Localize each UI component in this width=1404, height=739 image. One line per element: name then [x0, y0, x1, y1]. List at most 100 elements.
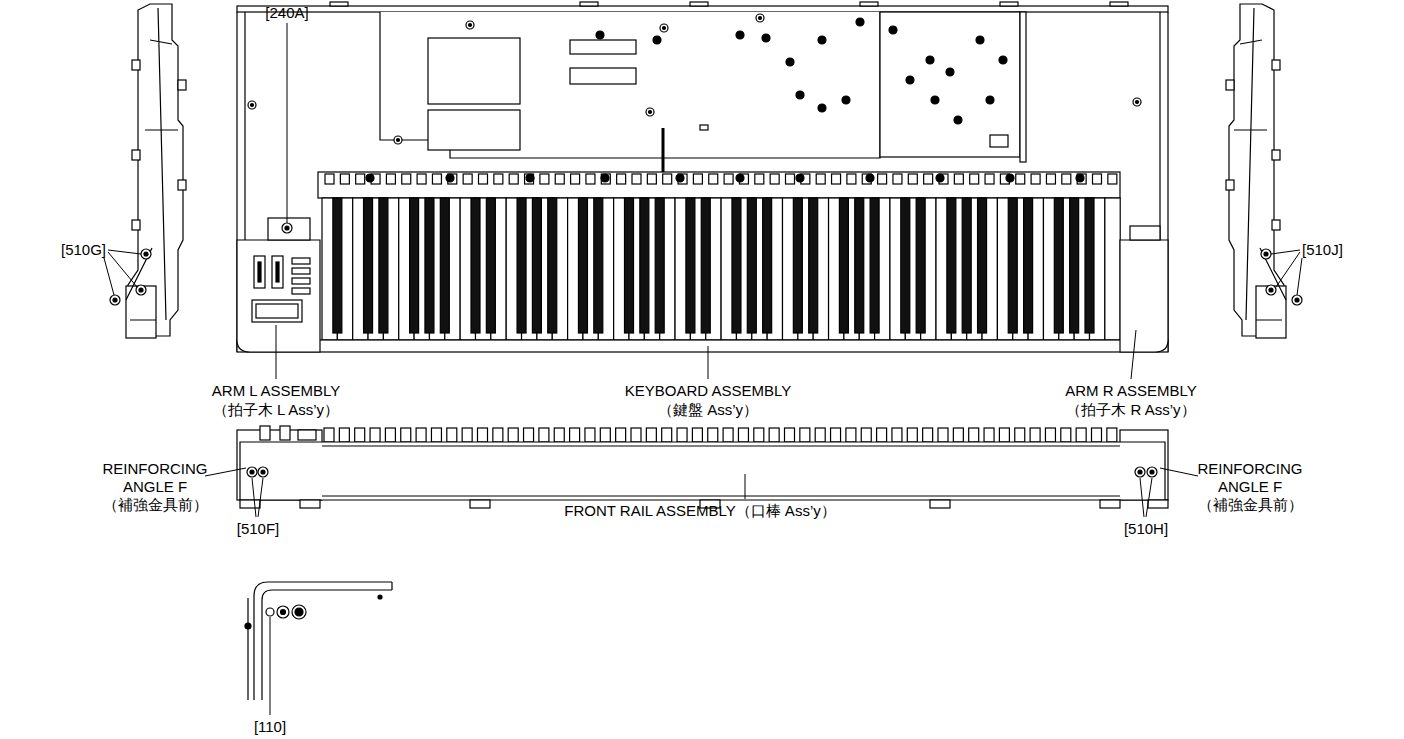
screw-dot: [796, 91, 804, 99]
rail-tab: [555, 174, 564, 184]
rail-tab: [723, 428, 733, 442]
screw-center: [397, 139, 400, 142]
black-key: [548, 198, 557, 333]
part-name: （拍子木 L Ass’y）: [213, 401, 339, 419]
leader-line: [1146, 478, 1152, 517]
black-key: [625, 198, 634, 333]
rail-tab: [769, 428, 779, 442]
rail-tab: [386, 174, 395, 184]
leader-line: [1271, 250, 1300, 254]
screw-dot: [976, 36, 984, 44]
black-key: [1070, 198, 1079, 333]
control: [280, 426, 290, 440]
rail-tab: [755, 174, 764, 184]
foot: [930, 500, 950, 508]
leader-line: [258, 478, 263, 517]
part-name: （鍵盤 Ass’y）: [658, 401, 758, 419]
screw-center: [469, 24, 472, 27]
rail-tab: [463, 174, 472, 184]
black-key: [978, 198, 987, 333]
screw-center: [139, 288, 143, 292]
part-name: KEYBOARD ASSEMBLY: [625, 382, 791, 400]
screw-dot: [446, 174, 454, 182]
board-window: [700, 125, 708, 130]
screw-dot: [954, 116, 962, 124]
black-key: [1008, 198, 1017, 333]
side-tab: [132, 60, 140, 70]
side-frame: [237, 12, 1168, 352]
black-key: [532, 198, 541, 333]
screw-center: [759, 17, 762, 20]
screw-dot: [926, 56, 934, 64]
back-board: [880, 12, 1020, 157]
keyboard: [237, 172, 1168, 352]
arm-section: [1256, 286, 1286, 338]
side-tab: [132, 220, 140, 230]
board-window: [570, 40, 636, 54]
arm-section: [126, 286, 156, 338]
side-tab: [1226, 80, 1234, 90]
screw-dot: [378, 595, 382, 599]
rail-tab: [401, 428, 411, 442]
display-glass: [256, 304, 298, 318]
frame-tab: [690, 2, 708, 6]
screw-ring: [466, 21, 474, 29]
rail-tab: [724, 174, 733, 184]
foot: [1100, 500, 1120, 508]
control: [260, 426, 270, 440]
rail-tab: [878, 174, 887, 184]
screw-ring: [756, 14, 764, 22]
callout-number: [510F]: [237, 520, 280, 538]
screw-center: [281, 610, 286, 615]
screw-center: [250, 470, 254, 474]
side-tab: [178, 180, 186, 190]
callout-number: [240A]: [265, 4, 308, 22]
rail-tab: [340, 174, 349, 184]
callout-number: [510G]: [61, 241, 106, 259]
screw-ring: [277, 606, 289, 618]
black-key: [732, 198, 741, 333]
screw-dot: [736, 174, 744, 182]
part-name: （補強金具前）: [1198, 496, 1303, 514]
rail-tab: [815, 428, 825, 442]
rail-tab: [478, 428, 488, 442]
rail-tab: [570, 428, 580, 442]
leader-line: [708, 346, 709, 379]
rail-tab: [632, 174, 641, 184]
leader-line: [287, 23, 288, 223]
frame-tab: [1000, 2, 1018, 6]
black-key: [578, 198, 587, 333]
front-rail-view: [237, 426, 1168, 508]
screw-center: [649, 111, 652, 114]
leader-line: [270, 617, 271, 715]
black-key: [379, 198, 388, 333]
rail-tab: [356, 174, 365, 184]
rail-tab: [1092, 428, 1102, 442]
rail-tab: [662, 428, 672, 442]
rail-tab: [985, 174, 994, 184]
rail-tab: [785, 428, 795, 442]
cable: [662, 128, 665, 172]
rail-tab: [540, 174, 549, 184]
display: [252, 300, 302, 322]
screw-center: [1136, 101, 1139, 104]
rail-tab: [631, 428, 641, 442]
board-window: [428, 110, 520, 150]
screw-dot: [818, 36, 826, 44]
black-key: [793, 198, 802, 333]
leader-line: [108, 250, 141, 254]
rail-tab: [525, 174, 534, 184]
rail-tab: [692, 428, 702, 442]
rail-tab: [970, 174, 979, 184]
black-key: [870, 198, 879, 333]
inset-detail: [245, 582, 392, 700]
rail-tab: [1045, 428, 1055, 442]
side-tab: [1272, 60, 1280, 70]
screw-center: [1295, 298, 1299, 302]
rail-tab: [431, 428, 441, 442]
leader-line: [104, 258, 114, 295]
screw-center: [285, 226, 289, 230]
rail-tab: [893, 174, 902, 184]
